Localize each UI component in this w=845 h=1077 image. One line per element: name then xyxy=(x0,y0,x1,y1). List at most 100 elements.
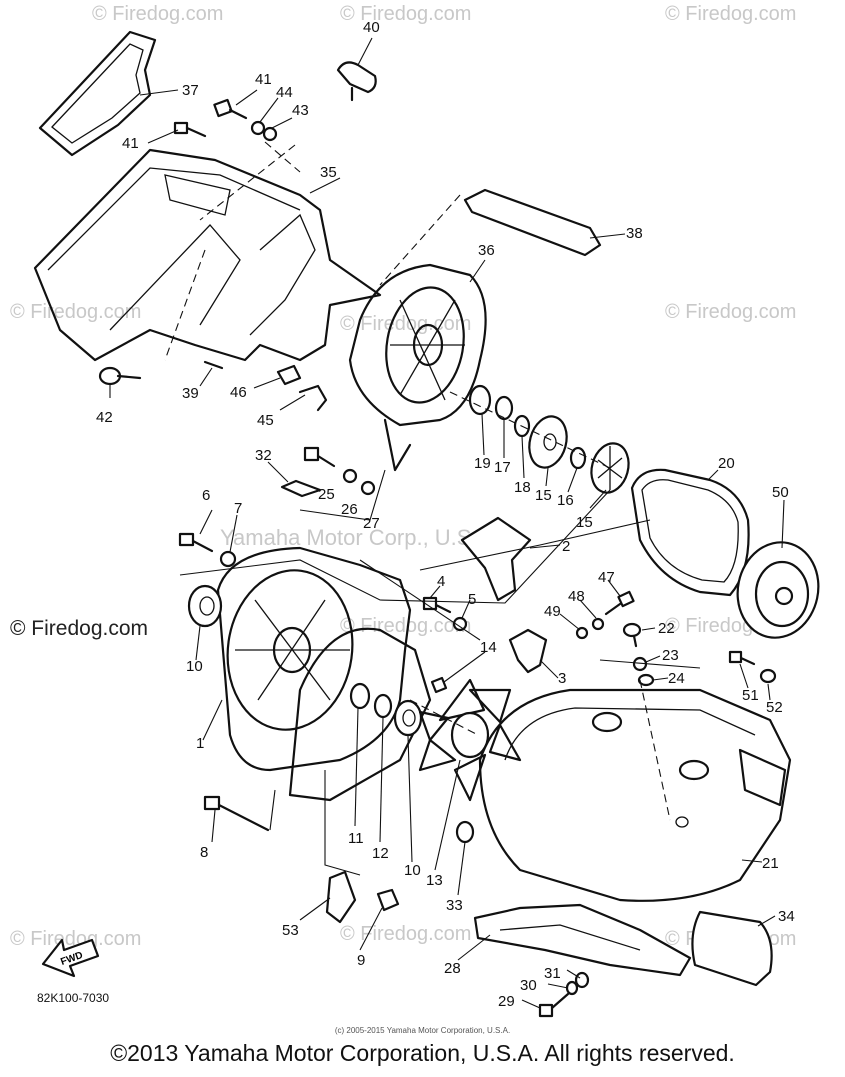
callout-36: 36 xyxy=(478,242,495,259)
callout-28: 28 xyxy=(444,960,461,977)
callout-40: 40 xyxy=(363,19,380,36)
part-12-washer xyxy=(373,693,393,719)
part-36-fan-housing xyxy=(348,263,487,472)
part-16-washer xyxy=(569,446,587,470)
back-plate xyxy=(288,627,432,802)
part-10-bearing-right xyxy=(393,699,423,737)
part-15-sheave-a xyxy=(528,415,568,469)
part-19-collar xyxy=(468,384,492,416)
callout-48: 48 xyxy=(568,588,585,605)
fwd-arrow-icon: FWD xyxy=(41,938,100,978)
part-38-cover-plate xyxy=(463,188,602,257)
part-9-nut xyxy=(376,888,400,912)
part-37-gasket xyxy=(38,30,157,157)
callout-19: 19 xyxy=(474,455,491,472)
callout-49: 49 xyxy=(544,603,561,620)
callout-17: 17 xyxy=(494,459,511,476)
watermark: © Firedog.com xyxy=(340,3,471,25)
small-copyright: (c) 2005-2015 Yamaha Motor Corporation, … xyxy=(334,1026,511,1035)
part-2-bracket xyxy=(460,516,532,602)
part-45-clip xyxy=(298,384,328,412)
part-49-washer xyxy=(575,626,589,640)
part-41-bolt-left xyxy=(173,121,207,138)
callout-39: 39 xyxy=(182,385,199,402)
callout-51: 51 xyxy=(742,687,759,704)
callout-labels: 40 41 44 43 37 41 35 38 36 42 39 46 45 1… xyxy=(96,19,795,1010)
callout-41: 41 xyxy=(255,71,272,88)
part-14-nut xyxy=(430,676,448,694)
callout-47: 47 xyxy=(598,569,615,586)
watermark: © Firedog.com xyxy=(92,3,223,25)
callout-7: 7 xyxy=(234,500,242,517)
callout-leaders xyxy=(109,37,785,1009)
callout-14: 14 xyxy=(480,639,497,656)
firedog-label: © Firedog.com xyxy=(10,617,149,640)
part-7-washer xyxy=(219,550,237,568)
watermark: © Firedog.com xyxy=(340,923,471,945)
callout-13: 13 xyxy=(426,872,443,889)
part-39-pin xyxy=(203,360,224,370)
part-46-grommet xyxy=(276,364,302,386)
watermark: © Firedog.com xyxy=(10,928,141,950)
callout-2: 2 xyxy=(562,538,570,555)
callout-38: 38 xyxy=(626,225,643,242)
copyright-footer: ©2013 Yamaha Motor Corporation, U.S.A. A… xyxy=(110,1040,735,1066)
part-34-plate xyxy=(691,910,773,987)
part-40-sleeve xyxy=(336,61,377,94)
watermark-layer: © Firedog.com © Firedog.com © Firedog.co… xyxy=(10,3,796,950)
part-50-pulley xyxy=(736,541,820,639)
part-22-screw xyxy=(622,622,642,648)
part-20-drive-belt xyxy=(630,468,750,597)
callout-10: 10 xyxy=(404,862,421,879)
callout-21: 21 xyxy=(762,855,779,872)
callout-30: 30 xyxy=(520,977,537,994)
callout-11: 11 xyxy=(348,830,364,847)
callout-32: 32 xyxy=(255,447,272,464)
part-32-plate xyxy=(280,479,322,498)
part-33-washer xyxy=(455,820,475,844)
callout-12: 12 xyxy=(372,845,389,862)
part-48-washer xyxy=(591,617,605,631)
callout-20: 20 xyxy=(718,455,735,472)
callout-34: 34 xyxy=(778,908,795,925)
callout-24: 24 xyxy=(668,670,685,687)
part-27-washer xyxy=(360,480,376,496)
callout-26: 26 xyxy=(341,501,358,518)
part-42-bolt xyxy=(98,366,142,386)
diagram-code: 82K100-7030 xyxy=(37,991,110,1005)
callout-5: 5 xyxy=(468,591,476,608)
watermark: © Firedog.com xyxy=(10,301,141,323)
part-41-bolt-top xyxy=(213,98,248,120)
callout-31: 31 xyxy=(544,965,561,982)
callout-22: 22 xyxy=(658,620,675,637)
alignment-lines xyxy=(164,141,701,876)
callout-1: 1 xyxy=(196,735,204,752)
callout-18: 18 xyxy=(514,479,531,496)
callout-37: 37 xyxy=(182,82,199,99)
callout-50: 50 xyxy=(772,484,789,501)
watermark: © Firedog.com xyxy=(340,615,471,637)
part-26-washer xyxy=(342,468,358,484)
callout-45: 45 xyxy=(257,412,274,429)
callout-52: 52 xyxy=(766,699,783,716)
callout-29: 29 xyxy=(498,993,515,1010)
part-15-sheave-b xyxy=(590,442,630,494)
part-3-bracket xyxy=(508,628,548,674)
callout-27: 27 xyxy=(363,515,380,532)
part-43-washer xyxy=(262,126,278,142)
part-13-fan xyxy=(418,678,522,802)
part-11-washer xyxy=(349,682,371,710)
part-17-washer xyxy=(494,395,514,421)
callout-43: 43 xyxy=(292,102,309,119)
callout-41: 41 xyxy=(122,135,139,152)
part-30-washer xyxy=(565,980,579,996)
part-53-cover xyxy=(325,870,357,924)
callout-35: 35 xyxy=(320,164,337,181)
part-8-long-bolt xyxy=(203,795,270,832)
callout-8: 8 xyxy=(200,844,208,861)
callout-46: 46 xyxy=(230,384,247,401)
watermark: © Firedog.com xyxy=(665,3,796,25)
part-29-bolt xyxy=(538,992,570,1018)
callout-4: 4 xyxy=(437,573,445,590)
